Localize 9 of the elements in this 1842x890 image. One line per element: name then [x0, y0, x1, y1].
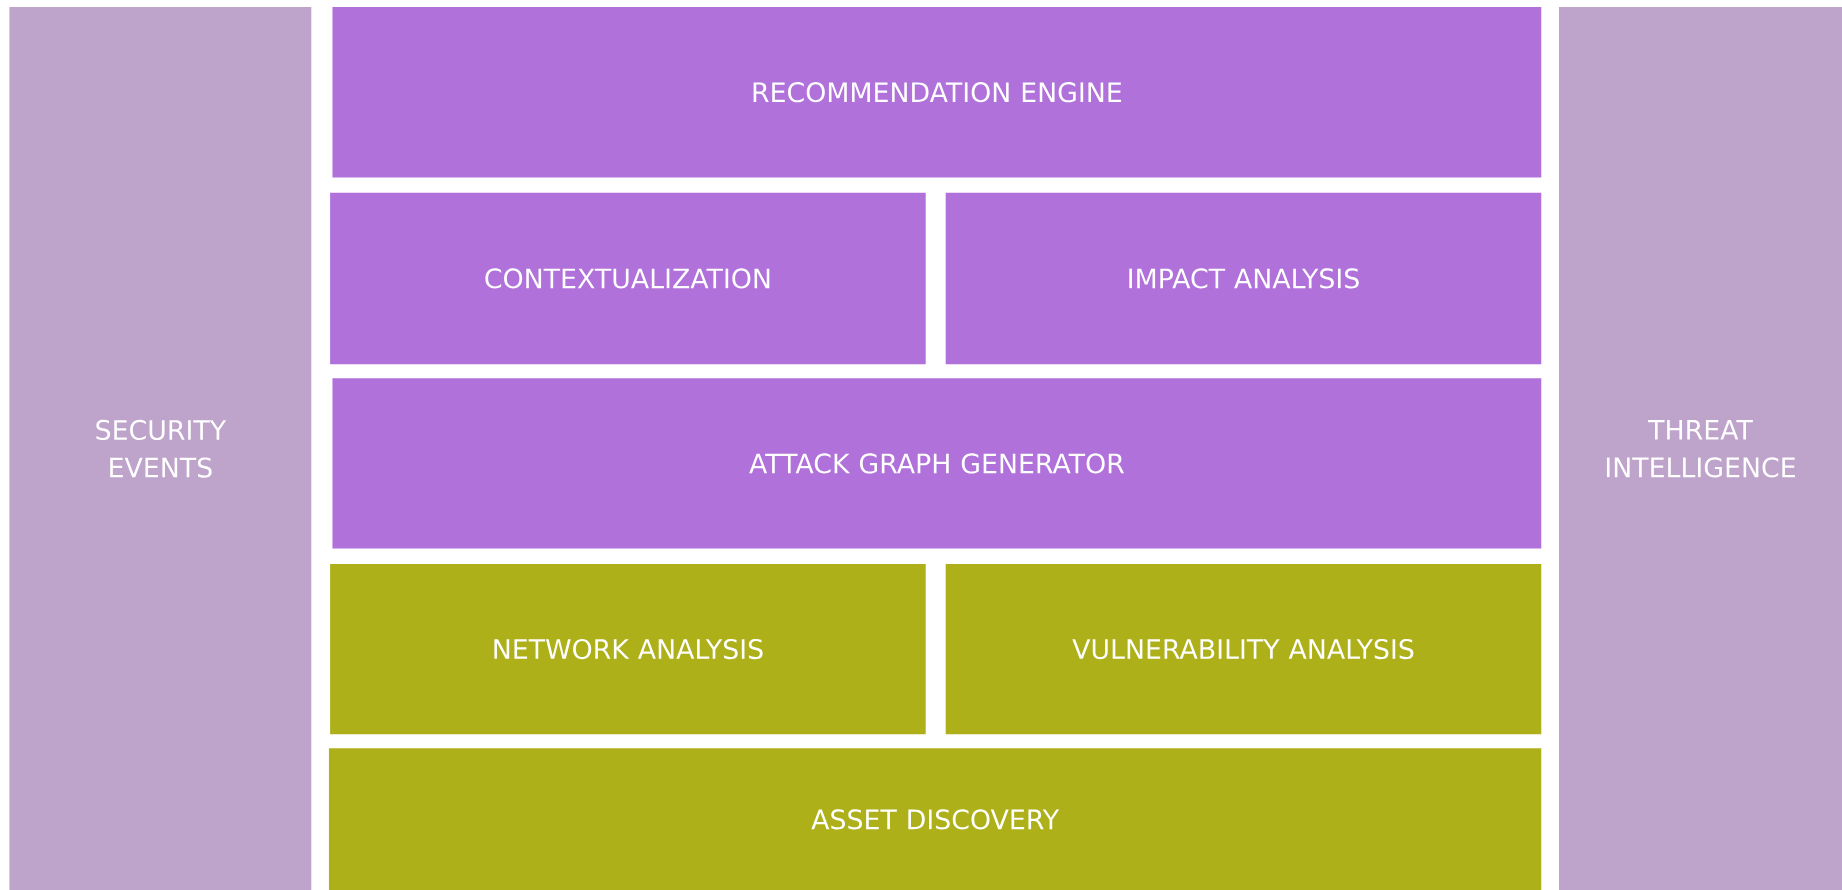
layer-box: NETWORK ANALYSIS	[330, 563, 926, 734]
layer-box: ASSET DISCOVERY	[328, 748, 1542, 890]
layer-box: ATTACK GRAPH GENERATOR	[332, 378, 1542, 549]
layer-box: CONTEXTUALIZATION	[330, 192, 926, 364]
layer-box: IMPACT ANALYSIS	[945, 192, 1542, 364]
layer-box: VULNERABILITY ANALYSIS	[945, 563, 1542, 734]
side-panel: THREAT INTELLIGENCE	[1558, 6, 1842, 890]
layer-box: RECOMMENDATION ENGINE	[332, 6, 1542, 178]
side-panel: SECURITY EVENTS	[9, 6, 312, 890]
